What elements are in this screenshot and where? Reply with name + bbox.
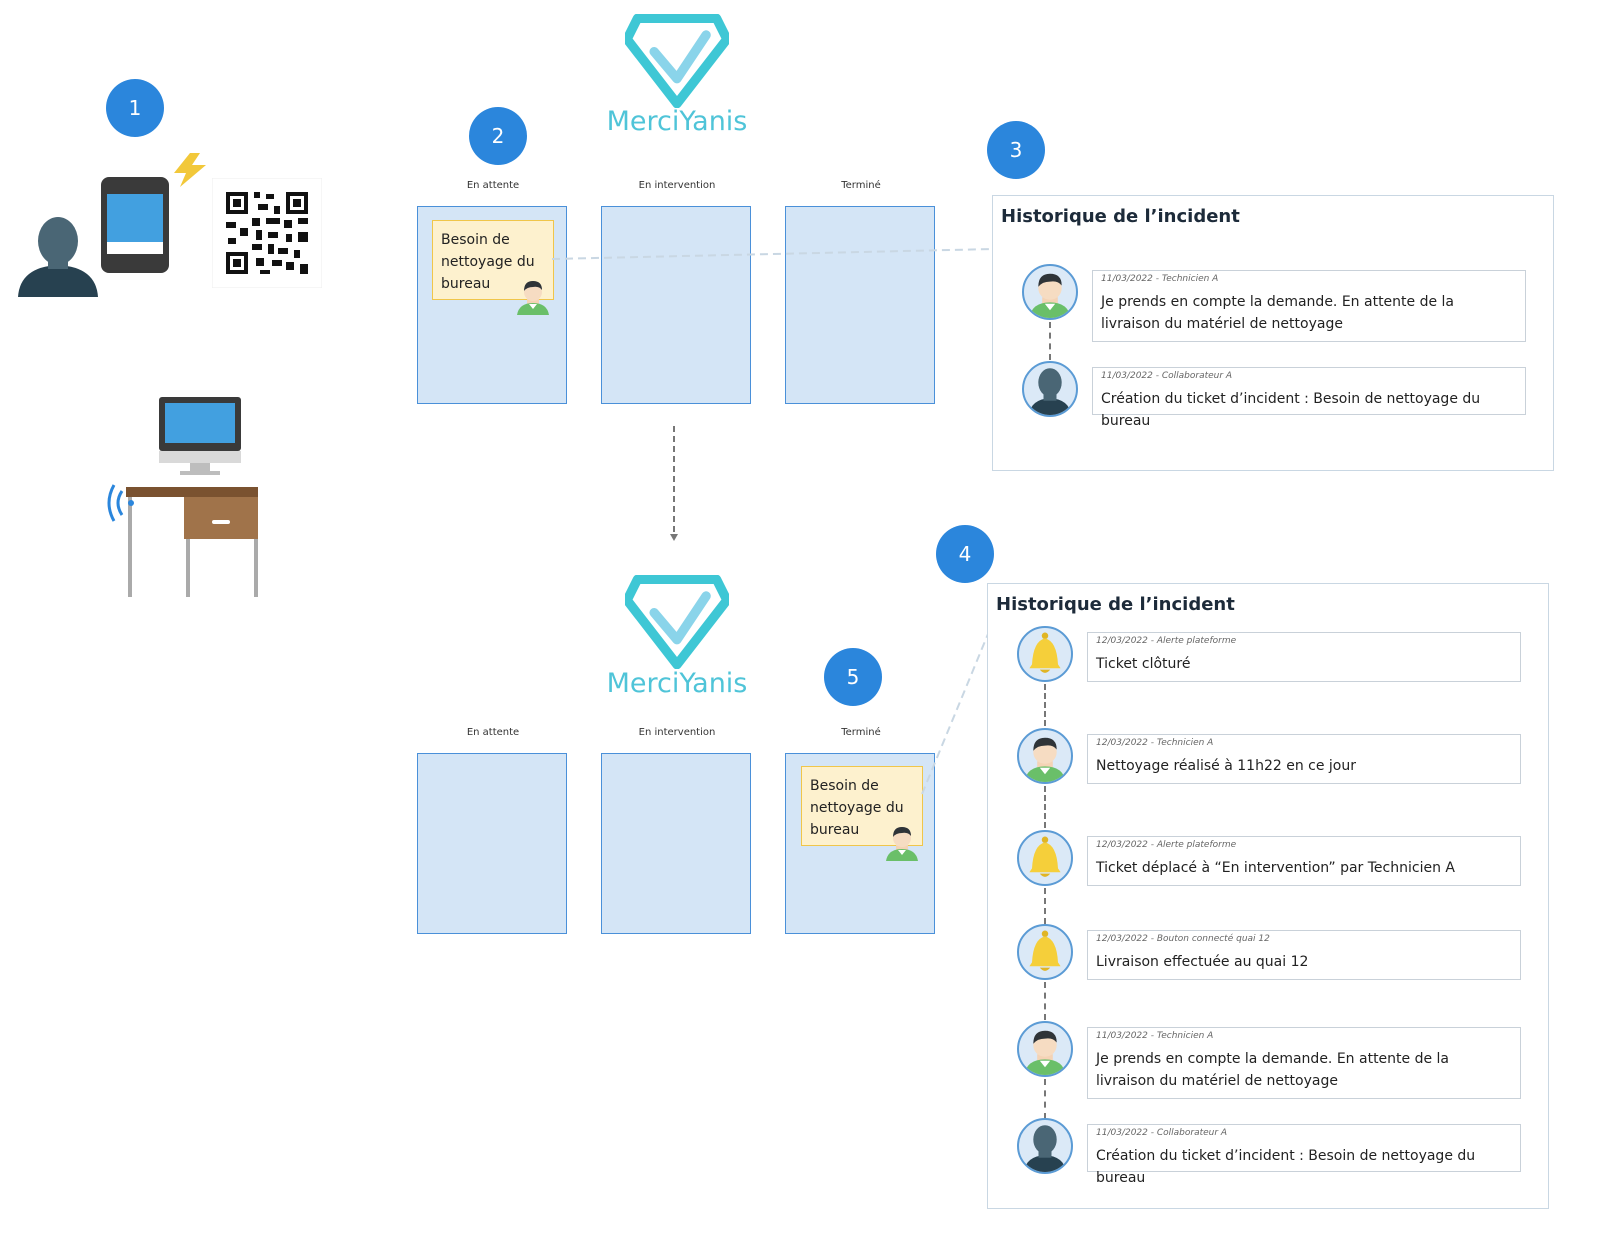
- entry-text: Je prends en compte la demande. En atten…: [1096, 1051, 1450, 1089]
- smartphone-icon: [101, 177, 169, 273]
- history-panel-top: Historique de l’incident 11/03/2022 - Te…: [992, 195, 1554, 471]
- user-avatar-icon: [1017, 1118, 1073, 1174]
- timeline-connector: [1049, 322, 1051, 360]
- step-badge-2: 2: [469, 107, 527, 165]
- entry-meta: 11/03/2022 - Technicien A: [1101, 274, 1219, 284]
- history-entry: 11/03/2022 - Technicien A Je prends en c…: [1087, 1027, 1521, 1099]
- entry-meta: 11/03/2022 - Collaborateur A: [1096, 1128, 1228, 1138]
- lightning-icon: [174, 153, 206, 187]
- column-label-en-attente: En attente: [466, 727, 520, 738]
- technician-avatar-icon: [1022, 264, 1078, 320]
- column-label-en-intervention: En intervention: [638, 180, 716, 191]
- desk-computer-icon: [107, 397, 258, 597]
- brand-name: MerciYanis: [606, 668, 748, 699]
- qr-code-icon: [212, 178, 322, 288]
- column-label-en-attente: En attente: [466, 180, 520, 191]
- user-silhouette-icon: [18, 217, 98, 297]
- user-avatar-icon: [1022, 361, 1078, 417]
- technician-avatar-icon: [1017, 1021, 1073, 1077]
- timeline-connector: [1044, 982, 1046, 1020]
- entry-meta: 11/03/2022 - Technicien A: [1096, 1031, 1214, 1041]
- entry-meta: 12/03/2022 - Alerte plateforme: [1096, 636, 1237, 646]
- connector-line: [551, 248, 995, 260]
- connector-line: [921, 633, 989, 795]
- entry-text: Création du ticket d’incident : Besoin d…: [1101, 391, 1481, 429]
- arrow-down-icon: [670, 426, 678, 541]
- bell-icon: [1017, 830, 1073, 886]
- bell-icon: [1017, 924, 1073, 980]
- technician-avatar-icon: [1017, 728, 1073, 784]
- merciyanis-logo-icon: [625, 14, 729, 108]
- ticket-card[interactable]: Besoin de nettoyage du bureau: [801, 766, 923, 846]
- history-entry: 12/03/2022 - Bouton connecté quai 12 Liv…: [1087, 930, 1521, 980]
- entry-meta: 12/03/2022 - Technicien A: [1096, 738, 1214, 748]
- history-entry: 11/03/2022 - Technicien A Je prends en c…: [1092, 270, 1526, 342]
- column-termine[interactable]: [785, 206, 935, 404]
- entry-meta: 11/03/2022 - Collaborateur A: [1101, 371, 1233, 381]
- merciyanis-logo-icon: [625, 575, 729, 669]
- entry-meta: 12/03/2022 - Bouton connecté quai 12: [1096, 934, 1270, 944]
- ticket-card[interactable]: Besoin de nettoyage du bureau: [432, 220, 554, 300]
- step-badge-5: 5: [824, 648, 882, 706]
- entry-text: Je prends en compte la demande. En atten…: [1101, 294, 1455, 332]
- column-label-termine: Terminé: [841, 727, 881, 738]
- ticket-card-text: Besoin de nettoyage du bureau: [441, 232, 535, 292]
- history-entry: 11/03/2022 - Collaborateur A Création du…: [1092, 367, 1526, 429]
- entry-text: Création du ticket d’incident : Besoin d…: [1096, 1148, 1476, 1186]
- timeline-connector: [1044, 888, 1046, 924]
- timeline-connector: [1044, 786, 1046, 828]
- entry-text: Ticket clôturé: [1096, 656, 1191, 672]
- history-entry: 12/03/2022 - Alerte plateforme Ticket cl…: [1087, 632, 1521, 682]
- history-entry: 11/03/2022 - Collaborateur A Création du…: [1087, 1124, 1521, 1186]
- entry-meta: 12/03/2022 - Alerte plateforme: [1096, 840, 1237, 850]
- technician-avatar-icon: [882, 821, 922, 861]
- entry-text: Livraison effectuée au quai 12: [1096, 954, 1309, 970]
- step-badge-4: 4: [936, 525, 994, 583]
- step-badge-1: 1: [106, 79, 164, 137]
- history-title: Historique de l’incident: [996, 594, 1235, 615]
- brand-name: MerciYanis: [606, 106, 748, 137]
- entry-text: Nettoyage réalisé à 11h22 en ce jour: [1096, 758, 1356, 774]
- timeline-connector: [1044, 684, 1046, 726]
- history-entry: 12/03/2022 - Technicien A Nettoyage réal…: [1087, 734, 1521, 784]
- step-badge-3: 3: [987, 121, 1045, 179]
- entry-text: Ticket déplacé à “En intervention” par T…: [1096, 860, 1455, 876]
- column-en-intervention[interactable]: [601, 206, 751, 404]
- column-label-en-intervention: En intervention: [638, 727, 716, 738]
- column-en-intervention[interactable]: [601, 753, 751, 934]
- bell-icon: [1017, 626, 1073, 682]
- history-panel-bottom: Historique de l’incident 12/03/2022 - Al…: [987, 583, 1549, 1209]
- ticket-card-text: Besoin de nettoyage du bureau: [810, 778, 904, 838]
- timeline-connector: [1044, 1079, 1046, 1119]
- technician-avatar-icon: [513, 275, 553, 315]
- history-entry: 12/03/2022 - Alerte plateforme Ticket dé…: [1087, 836, 1521, 886]
- column-en-attente[interactable]: [417, 753, 567, 934]
- history-title: Historique de l’incident: [1001, 206, 1240, 227]
- column-label-termine: Terminé: [841, 180, 881, 191]
